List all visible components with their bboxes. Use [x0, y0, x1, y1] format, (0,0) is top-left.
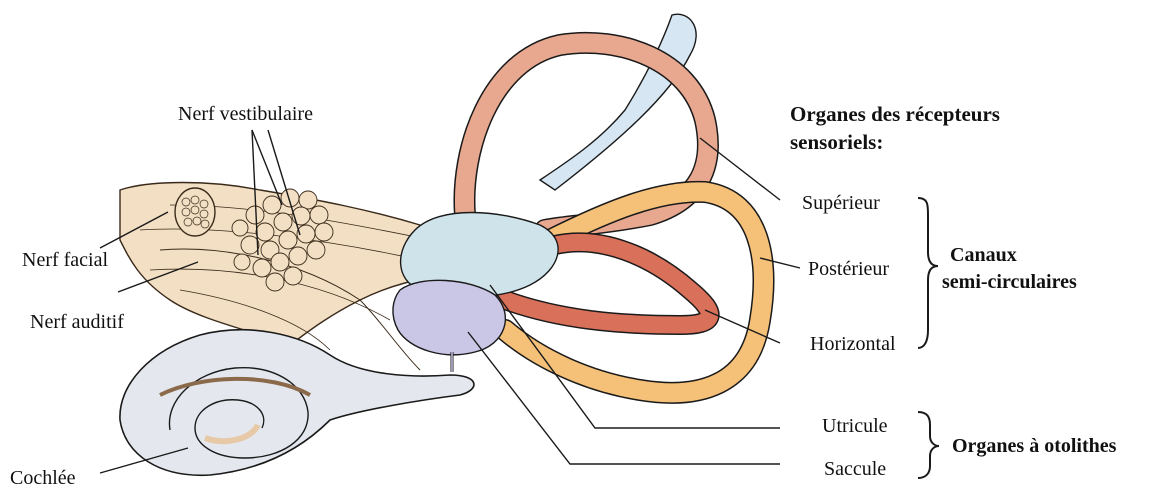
label-organes-otolithes: Organes à otolithes — [952, 436, 1116, 456]
heading-line2: sensoriels: — [790, 132, 883, 153]
label-nerf-vestibulaire: Nerf vestibulaire — [178, 104, 313, 124]
label-posterieur: Postérieur — [808, 259, 889, 279]
label-utricule: Utricule — [822, 416, 888, 436]
brace-canaux — [918, 198, 938, 348]
facial-nerve-section — [175, 188, 215, 236]
brace-otolithes — [918, 412, 939, 478]
saccule — [393, 280, 505, 354]
heading-line1: Organes des récepteurs — [790, 104, 1000, 125]
cochlea — [120, 330, 474, 475]
label-canaux-line2: semi-circulaires — [942, 272, 1077, 292]
label-superieur: Supérieur — [802, 193, 880, 213]
label-horizontal: Horizontal — [810, 334, 896, 354]
label-saccule: Saccule — [824, 459, 886, 479]
label-canaux-line1: Canaux — [950, 245, 1017, 265]
label-nerf-facial: Nerf facial — [22, 250, 108, 270]
label-nerf-auditif: Nerf auditif — [30, 312, 124, 332]
label-cochlee: Cochlée — [10, 468, 76, 488]
